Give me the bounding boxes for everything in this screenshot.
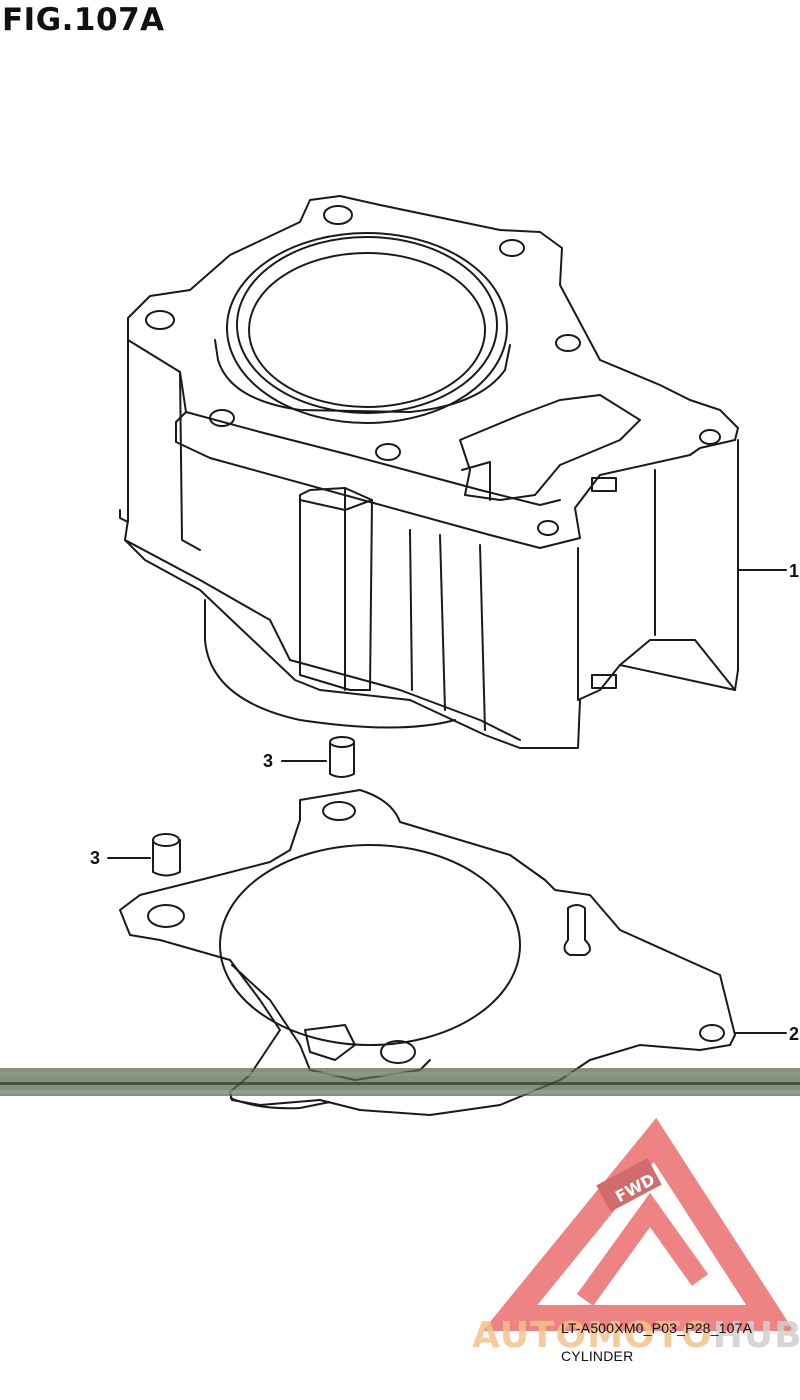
figure-title: FIG.107A (2, 2, 165, 38)
scan-band (0, 1068, 800, 1096)
gasket-bore (219, 844, 521, 1046)
dowel-pin-upper (329, 736, 355, 778)
watermark-word-b: HUB (712, 1315, 800, 1356)
watermark-wordmark: AUTOMOTOHUB (472, 1316, 800, 1356)
watermark-word-a: AUTOMOTO (472, 1315, 713, 1356)
callout-cylinder: 1 (789, 561, 800, 581)
figure-caption: CYLINDER (561, 1348, 634, 1364)
callout-dowel-lower: 3 (90, 848, 101, 868)
dowel-pin-lower (152, 833, 181, 877)
cylinder-part (119, 195, 739, 749)
watermark-logo (482, 1117, 794, 1331)
callout-dowel-upper: 3 (263, 751, 274, 771)
figure-code: LT-A500XM0_P03_P28_107A (561, 1320, 753, 1336)
gasket-part (119, 789, 736, 1116)
callout-gasket: 2 (789, 1024, 800, 1044)
cylinder-bore (236, 236, 498, 414)
